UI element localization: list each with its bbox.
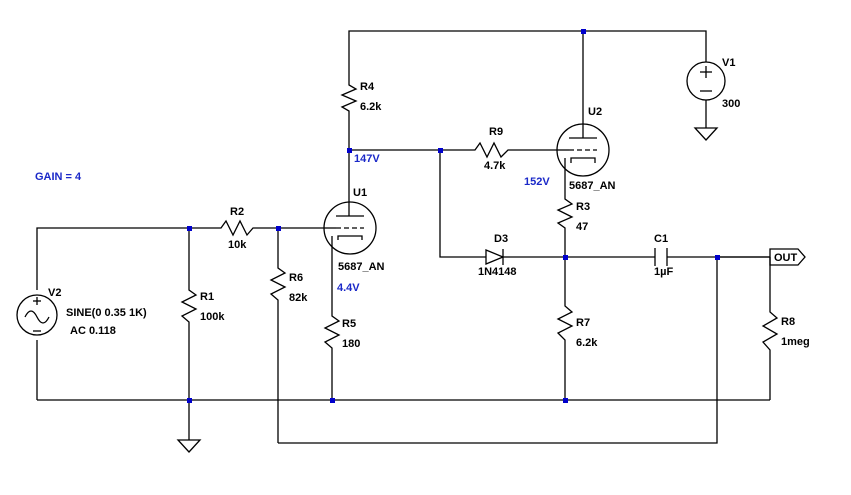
- r4-value: 6.2k: [360, 101, 382, 113]
- r5-ref: R5: [342, 318, 356, 330]
- junctions: [187, 29, 720, 403]
- v1-value: 300: [722, 98, 740, 110]
- r7-symbol[interactable]: [556, 300, 574, 352]
- r1-ref: R1: [200, 291, 214, 303]
- u1-tube-symbol[interactable]: [323, 201, 377, 255]
- r2-ref: R2: [230, 206, 244, 218]
- u1-ref: U1: [353, 187, 367, 199]
- r1-symbol[interactable]: [180, 285, 198, 330]
- v1-ref: V1: [722, 57, 735, 69]
- d3-ref: D3: [494, 233, 508, 245]
- u2-ref: U2: [588, 106, 602, 118]
- r7-ref: R7: [576, 317, 590, 329]
- d3-value: 1N4148: [478, 266, 517, 278]
- r6-value: 82k: [289, 292, 308, 304]
- r8-value: 1meg: [781, 336, 810, 348]
- ground-symbol-v1: [693, 127, 719, 141]
- r3-ref: R3: [576, 201, 590, 213]
- r2-symbol[interactable]: [216, 219, 258, 237]
- r5-value: 180: [342, 338, 360, 350]
- out-port[interactable]: OUT: [769, 248, 806, 266]
- r3-symbol[interactable]: [556, 195, 574, 234]
- r6-ref: R6: [289, 272, 303, 284]
- v2-line2: AC 0.118: [70, 325, 116, 337]
- r8-symbol[interactable]: [761, 305, 779, 359]
- r4-symbol[interactable]: [340, 80, 358, 114]
- c1-symbol[interactable]: [654, 248, 668, 266]
- v2-line1: SINE(0 0.35 1K): [66, 307, 147, 319]
- r6-symbol[interactable]: [269, 262, 287, 310]
- ground-symbol-bottom: [176, 439, 202, 453]
- c1-value: 1µF: [654, 266, 673, 278]
- v2-ref: V2: [48, 287, 61, 299]
- u2-value: 5687_AN: [569, 180, 616, 192]
- r1-value: 100k: [200, 311, 225, 323]
- r7-value: 6.2k: [576, 337, 598, 349]
- r3-value: 47: [576, 221, 588, 233]
- v1-source-symbol[interactable]: [686, 61, 726, 101]
- wires: [36, 30, 771, 444]
- r5-symbol[interactable]: [323, 310, 341, 355]
- out-port-label: OUT: [774, 252, 798, 264]
- gain-annotation: GAIN = 4: [35, 171, 82, 183]
- r4-ref: R4: [360, 81, 375, 93]
- u2-tube-symbol[interactable]: [556, 123, 610, 178]
- r8-ref: R8: [781, 316, 795, 328]
- r2-value: 10k: [228, 239, 247, 251]
- voltage-u1-plate: 147V: [354, 153, 380, 165]
- d3-symbol[interactable]: [485, 249, 510, 265]
- r9-symbol[interactable]: [470, 141, 516, 159]
- voltage-u2-cathode: 152V: [524, 176, 550, 188]
- v2-source-symbol[interactable]: [16, 294, 58, 336]
- r9-ref: R9: [489, 126, 503, 138]
- voltage-u1-cathode: 4.4V: [337, 282, 360, 294]
- r9-value: 4.7k: [484, 160, 506, 172]
- c1-ref: C1: [654, 233, 668, 245]
- u1-value: 5687_AN: [338, 261, 385, 273]
